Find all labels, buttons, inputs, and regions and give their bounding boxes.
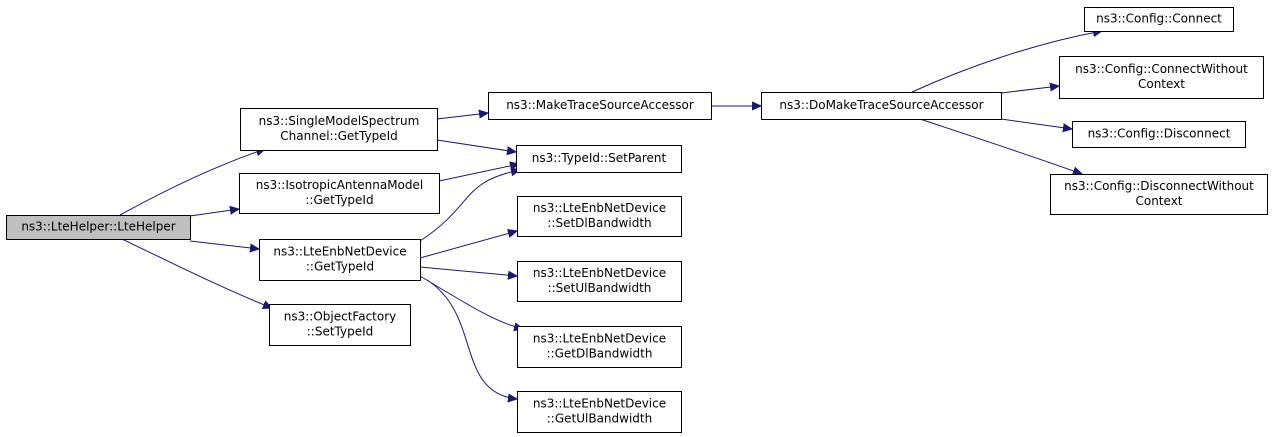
node-label-line: ::GetUlBandwidth: [547, 412, 652, 426]
node-label-line: ns3::LteEnbNetDevice: [533, 266, 666, 280]
node-box: [516, 145, 682, 173]
node-box: [517, 326, 682, 368]
node-label-line: ::SetTypeId: [307, 325, 374, 339]
edge-lte-helper-to-enb-get-type-id: [189, 240, 259, 249]
node-object-factory[interactable]: ns3::ObjectFactory::SetTypeId: [269, 304, 411, 346]
node-isotropic[interactable]: ns3::IsotropicAntennaModel::GetTypeId: [239, 173, 440, 214]
edge-lte-helper-to-isotropic: [189, 209, 239, 217]
node-label-line: ns3::SingleModelSpectrum: [259, 114, 420, 128]
node-box: [269, 304, 411, 346]
node-box: [488, 92, 712, 120]
node-lte-helper[interactable]: ns3::LteHelper::LteHelper: [6, 215, 191, 240]
node-set-dl-bw[interactable]: ns3::LteEnbNetDevice::SetDlBandwidth: [517, 196, 682, 237]
edge-isotropic-to-set-parent: [438, 164, 519, 182]
edge-enb-get-type-id-to-get-ul-bw: [426, 279, 517, 399]
node-label-line: ns3::LteEnbNetDevice: [533, 201, 666, 215]
node-label-line: ns3::LteEnbNetDevice: [273, 245, 406, 259]
node-label-line: ns3::Config::Connect: [1096, 12, 1222, 26]
node-label-line: ns3::Config::ConnectWithout: [1075, 62, 1248, 76]
node-label-line: ::GetTypeId: [305, 193, 373, 207]
node-set-ul-bw[interactable]: ns3::LteEnbNetDevice::SetUlBandwidth: [517, 261, 682, 302]
node-enb-get-type-id[interactable]: ns3::LteEnbNetDevice::GetTypeId: [259, 239, 421, 281]
node-label-line: Context: [1138, 77, 1185, 91]
node-label-line: ::GetTypeId: [306, 260, 374, 274]
node-box: [517, 196, 682, 237]
node-box: [239, 173, 440, 214]
edge-lte-helper-to-object-factory: [121, 238, 272, 308]
node-box: [1059, 56, 1264, 99]
edge-do-make-trace-to-config-disconnect-wo: [919, 118, 1082, 174]
node-config-disconnect[interactable]: ns3::Config::Disconnect: [1072, 121, 1246, 148]
edge-single-model-to-set-parent: [436, 139, 516, 152]
edge-enb-get-type-id-to-set-dl-bw: [419, 231, 517, 259]
edge-enb-get-type-id-to-set-ul-bw: [419, 266, 517, 276]
node-get-ul-bw[interactable]: ns3::LteEnbNetDevice::GetUlBandwidth: [517, 391, 682, 433]
node-box: [259, 239, 421, 281]
node-box: [517, 391, 682, 433]
node-config-connect[interactable]: ns3::Config::Connect: [1084, 7, 1234, 32]
node-get-dl-bw[interactable]: ns3::LteEnbNetDevice::GetDlBandwidth: [517, 326, 682, 368]
node-single-model[interactable]: ns3::SingleModelSpectrumChannel::GetType…: [240, 108, 438, 151]
edge-do-make-trace-to-config-connect: [911, 31, 1102, 93]
node-label-line: Channel::GetTypeId: [280, 129, 397, 143]
edges-layer: [119, 31, 1102, 399]
node-label-line: ns3::MakeTraceSourceAccessor: [506, 98, 694, 112]
node-label-line: ns3::Config::Disconnect: [1088, 127, 1231, 141]
nodes-layer: ns3::LteHelper::LteHelper ns3::SingleMode…: [6, 7, 1268, 433]
edge-do-make-trace-to-config-disconnect: [1000, 118, 1072, 129]
node-label-line: Context: [1135, 194, 1182, 208]
node-box: [761, 92, 1002, 120]
node-label-line: ns3::LteEnbNetDevice: [533, 332, 666, 346]
edge-enb-get-type-id-to-get-dl-bw: [419, 275, 523, 329]
node-label-line: ns3::LteEnbNetDevice: [533, 397, 666, 411]
node-set-parent[interactable]: ns3::TypeId::SetParent: [516, 145, 682, 173]
node-label-line: ns3::ObjectFactory: [284, 310, 397, 324]
node-make-trace[interactable]: ns3::MakeTraceSourceAccessor: [488, 92, 712, 120]
node-box: [6, 215, 191, 240]
node-box: [517, 261, 682, 302]
edge-do-make-trace-to-config-connect-wo: [1000, 86, 1059, 94]
node-box: [1050, 174, 1268, 215]
node-label-line: ns3::TypeId::SetParent: [532, 151, 667, 165]
edge-lte-helper-to-single-model: [119, 149, 265, 216]
node-label-line: ::SetUlBandwidth: [548, 281, 652, 295]
node-label-line: ::GetDlBandwidth: [547, 347, 653, 361]
node-label-line: ::SetDlBandwidth: [547, 216, 651, 230]
node-box: [1072, 121, 1246, 148]
node-do-make-trace[interactable]: ns3::DoMakeTraceSourceAccessor: [761, 92, 1002, 120]
node-label-line: ns3::LteHelper::LteHelper: [21, 220, 175, 234]
node-label-line: ns3::Config::DisconnectWithout: [1064, 179, 1254, 193]
node-box: [240, 108, 438, 151]
node-label-line: ns3::DoMakeTraceSourceAccessor: [779, 98, 983, 112]
node-label-line: ns3::IsotropicAntennaModel: [256, 178, 423, 192]
edge-single-model-to-make-trace: [436, 113, 488, 120]
edge-enb-get-type-id-to-set-parent: [419, 170, 520, 242]
node-box: [1084, 7, 1234, 32]
